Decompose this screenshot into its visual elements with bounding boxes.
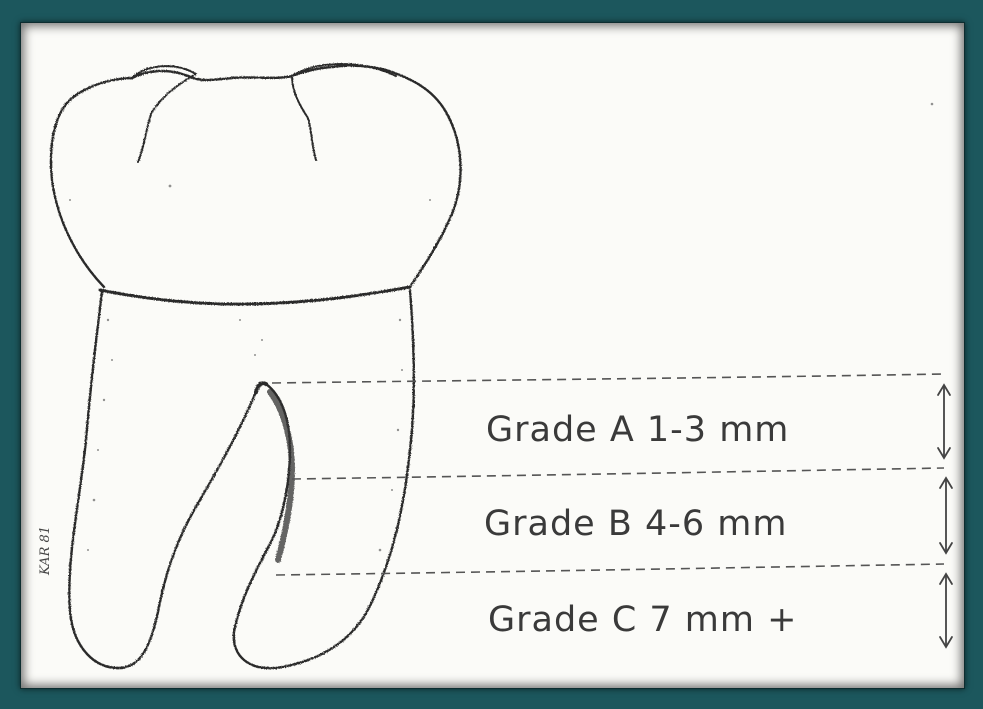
crown-groove-right	[292, 76, 316, 160]
grade-b-label: Grade B 4-6 mm	[484, 504, 787, 544]
molar-tooth	[51, 64, 461, 668]
grade-c-label: Grade C 7 mm +	[488, 600, 797, 640]
level-line-b-c	[276, 564, 944, 575]
measurement-arrows	[938, 385, 952, 647]
furcation-outline	[256, 383, 266, 392]
level-line-top	[272, 374, 944, 383]
artist-signature: KAR 81	[38, 526, 53, 575]
arrow-grade-b	[940, 478, 952, 553]
arrow-grade-a	[938, 385, 950, 458]
mesial-root-outline	[69, 292, 256, 668]
grade-level-lines	[272, 374, 944, 575]
level-line-a-b	[292, 468, 944, 479]
tooth-stippling	[69, 103, 933, 552]
crown-groove-left	[138, 74, 196, 162]
grade-a-label: Grade A 1-3 mm	[486, 410, 789, 450]
cej-line	[100, 287, 410, 304]
crown-outline	[51, 66, 461, 287]
arrow-grade-c	[940, 574, 952, 647]
